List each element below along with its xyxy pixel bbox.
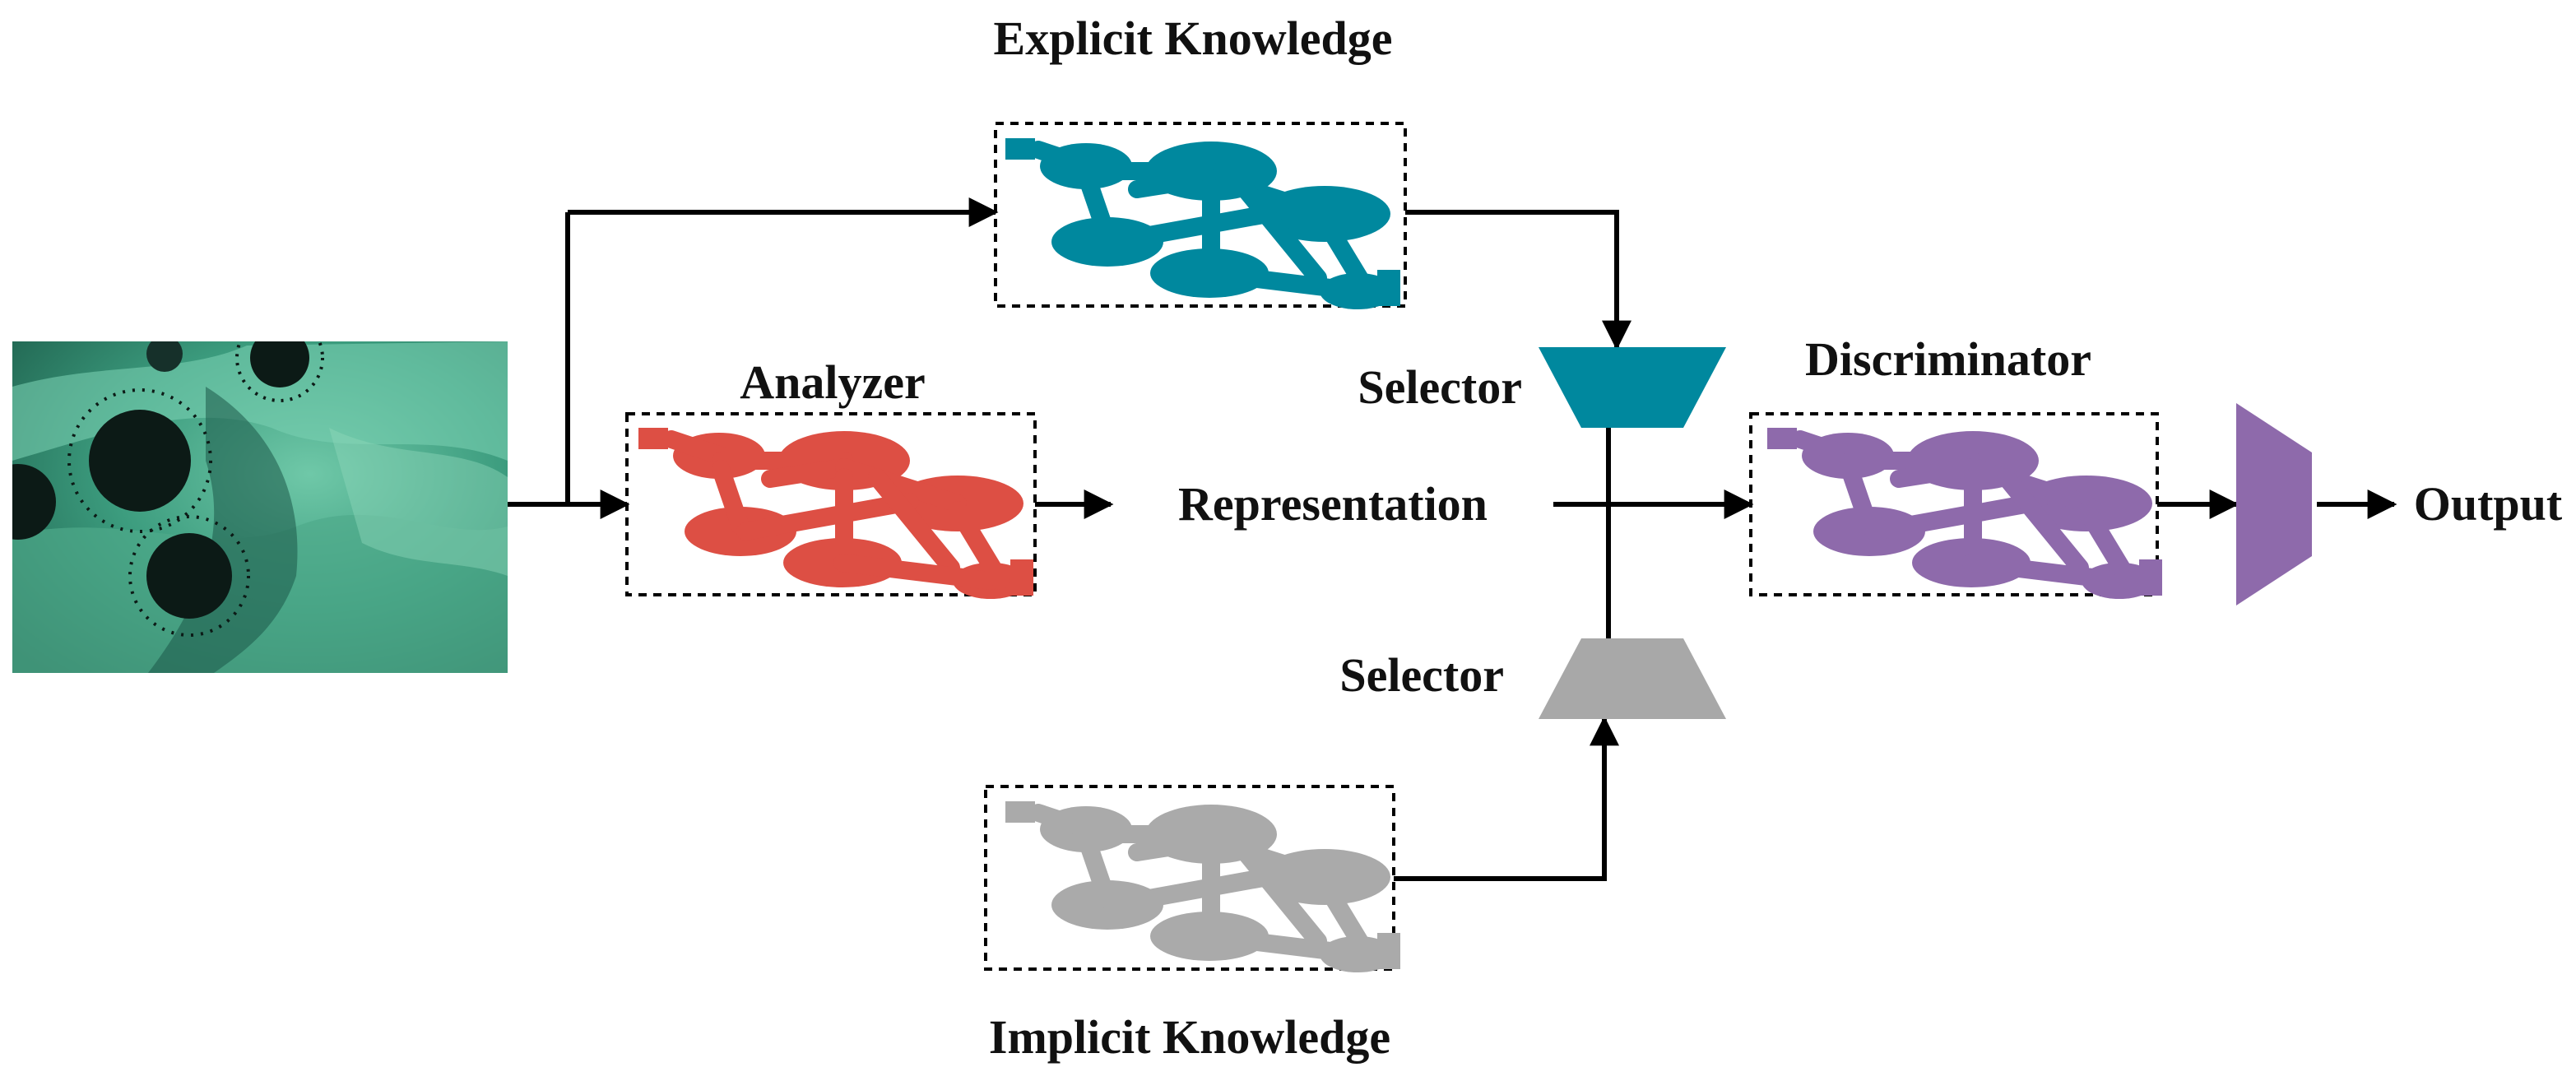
implicit-knowledge-box xyxy=(984,785,1400,972)
implicit-knowledge-label: Implicit Knowledge xyxy=(989,1010,1390,1064)
selector-bottom-label: Selector xyxy=(1339,648,1504,702)
network-icon xyxy=(1767,428,2162,599)
output-block-icon xyxy=(2236,403,2312,605)
sea-urchin-icon xyxy=(12,464,56,540)
arrow-implicit-to-selector xyxy=(1394,716,1619,881)
output-label: Output xyxy=(2414,477,2563,531)
selector-top-label: Selector xyxy=(1358,360,1522,414)
sea-urchin-icon xyxy=(67,388,212,533)
selector-bottom-icon xyxy=(1539,638,1726,719)
sea-urchin-icon xyxy=(128,515,250,637)
representation-label: Representation xyxy=(1178,477,1488,531)
sea-urchin-icon xyxy=(235,341,324,402)
analyzer-label: Analyzer xyxy=(740,355,926,409)
network-icon xyxy=(638,428,1033,599)
explicit-knowledge-label: Explicit Knowledge xyxy=(994,12,1393,65)
network-icon xyxy=(1005,801,1400,972)
selector-top-icon xyxy=(1539,347,1726,428)
analyzer-box xyxy=(625,412,1037,599)
arrow-explicit-to-selector xyxy=(1405,210,1631,350)
discriminator-box xyxy=(1749,412,2162,599)
network-icon xyxy=(1005,138,1400,309)
input-image xyxy=(12,341,508,673)
discriminator-label: Discriminator xyxy=(1805,332,2091,386)
explicit-knowledge-box xyxy=(994,122,1407,309)
connectors xyxy=(508,197,2397,881)
